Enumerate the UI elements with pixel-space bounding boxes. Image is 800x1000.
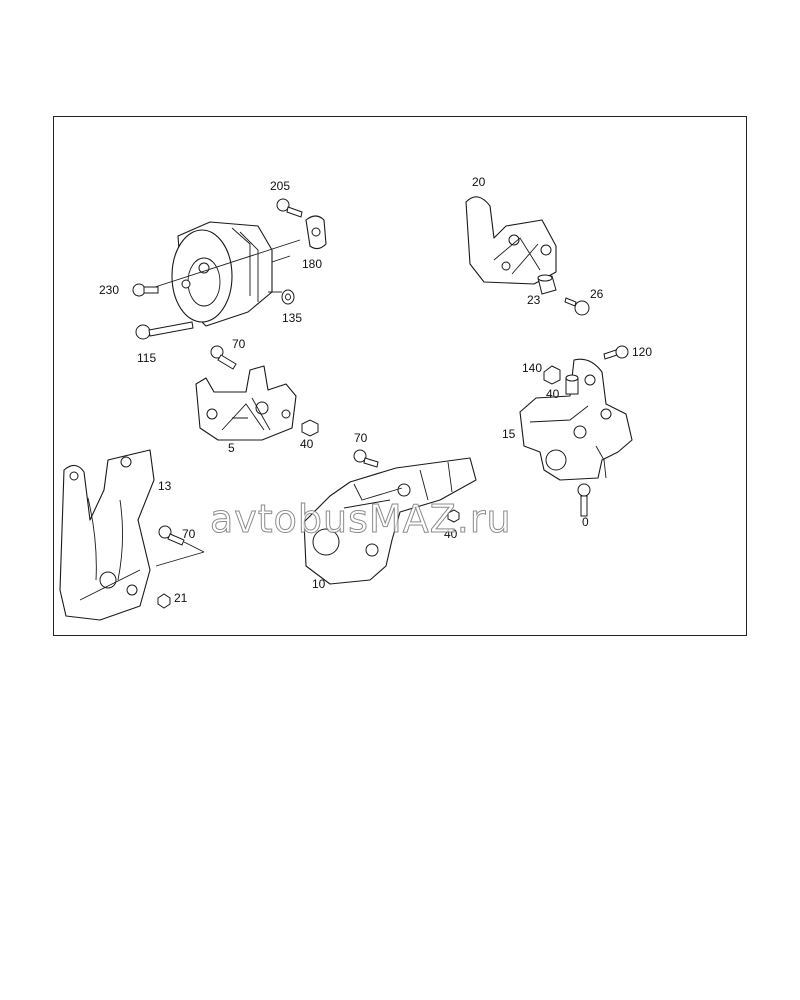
sleeve-40-b [565,374,579,395]
callout-70-c: 0 [582,515,589,529]
callout-40-a: 40 [300,437,314,451]
bracket-180 [305,215,327,250]
callout-40-c: 40 [444,527,458,541]
callout-10: 10 [312,577,326,591]
bracket-15 [519,358,633,481]
callout-15: 15 [502,427,516,441]
callout-23: 23 [527,293,541,307]
bolt-205 [276,198,303,218]
callout-115: 115 [137,351,156,365]
bolt-70-c [577,483,591,517]
diagram-frame [53,116,747,636]
washer-135 [281,289,295,305]
callout-13: 13 [158,479,172,493]
nut-40-a [301,419,319,437]
bolt-120 [603,345,629,360]
plate-13 [59,449,155,621]
callout-70-d: 70 [182,527,196,541]
sleeve-23 [537,274,557,295]
callout-140: 140 [522,361,542,375]
bolt-230 [132,283,159,297]
watermark: avtobusMAZ.ru [210,497,512,542]
callout-70-a: 70 [232,337,246,351]
callout-5: 5 [228,441,235,455]
alternator [151,221,301,327]
callout-205: 205 [270,179,290,193]
callout-70-b: 70 [354,431,368,445]
callout-21: 21 [174,591,188,605]
nut-40-c [447,509,460,523]
bracket-20 [465,196,557,285]
nut-21 [157,593,171,609]
callout-26: 26 [590,287,604,301]
bolt-26 [564,297,590,316]
bolt-70-d [155,525,205,567]
bolt-70-a [210,345,237,370]
callout-180: 180 [302,257,322,271]
bolt-115 [135,321,194,340]
bracket-5 [195,365,297,441]
callout-230: 230 [99,283,119,297]
callout-120: 120 [632,345,652,359]
callout-135: 135 [282,311,302,325]
callout-20: 20 [472,175,486,189]
nut-140 [543,365,561,385]
bolt-70-b [353,449,379,468]
bracket-10 [303,457,477,585]
callout-40-b: 40 [546,387,560,401]
